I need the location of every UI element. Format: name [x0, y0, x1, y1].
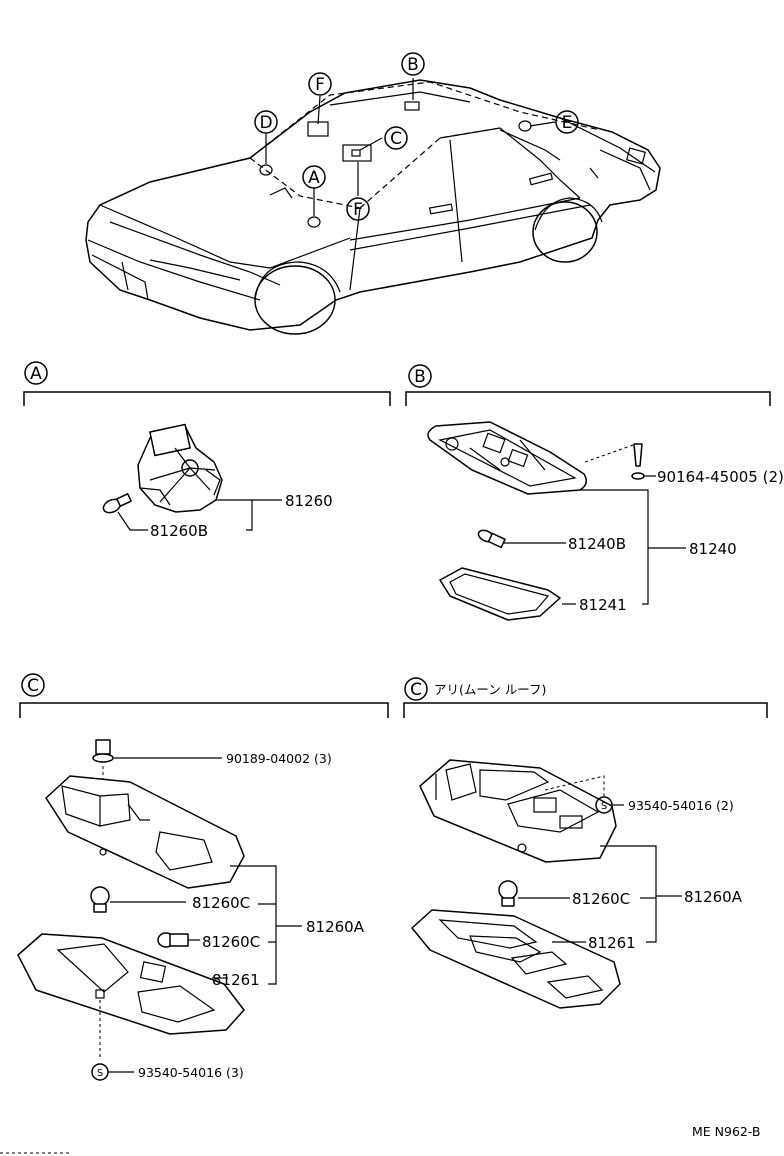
section-a: A 81260 81260B	[23, 361, 391, 540]
section-c-moonroof-tag: C	[404, 677, 428, 701]
moonroof-subtitle: アリ(ムーン ルーフ)	[434, 682, 546, 697]
part-no-81260b: 81260B	[150, 522, 208, 540]
section-c-tag: C	[21, 673, 45, 697]
dome-lamp-screw	[584, 443, 656, 480]
callout-f-lower: F	[346, 197, 370, 221]
svg-text:S: S	[601, 801, 607, 812]
moonroof-lens-cover	[411, 909, 621, 1009]
part-no-90164-45005: 90164-45005 (2)	[657, 468, 784, 486]
callout-f-upper: F	[308, 72, 332, 96]
part-no-81260a: 81260A	[306, 918, 365, 936]
part-no-90189-04002: 90189-04002 (3)	[226, 751, 332, 766]
dome-lamp-bulb	[477, 529, 506, 549]
console-bulb-round	[90, 886, 186, 913]
svg-text:B: B	[414, 367, 426, 387]
document-code: ME N962-B	[692, 1124, 761, 1139]
part-no-81260c-a: 81260C	[192, 894, 250, 912]
dome-lamp-lens	[439, 567, 561, 621]
callout-b-label: B	[407, 55, 419, 75]
section-b-tag: B	[408, 364, 432, 388]
callout-f-lower-label: F	[353, 200, 363, 220]
moonroof-lamp-base	[419, 759, 617, 863]
map-lamp-bulb	[102, 493, 132, 514]
part-no-93540-54016-2: 93540-54016 (2)	[628, 798, 734, 813]
console-bulb-festoon	[157, 932, 200, 948]
svg-text:C: C	[410, 680, 422, 700]
console-lamp-base	[45, 775, 245, 889]
section-a-tag: A	[24, 361, 48, 385]
callout-c-label: C	[390, 129, 402, 149]
section-c: C	[17, 673, 389, 1081]
car-illustration	[85, 78, 661, 335]
svg-text:S: S	[97, 1068, 103, 1079]
section-c-moonroof-bracket	[403, 702, 768, 718]
part-no-81260: 81260	[285, 492, 333, 510]
callout-d-label: D	[259, 113, 272, 133]
part-no-81261-moonroof: 81261	[588, 934, 636, 952]
part-no-81240: 81240	[689, 540, 737, 558]
callout-a: A	[302, 165, 326, 189]
console-screw-mark: S	[91, 1063, 134, 1081]
callout-d: D	[254, 110, 278, 134]
part-no-93540-54016-3: 93540-54016 (3)	[138, 1065, 244, 1080]
part-no-81240b: 81240B	[568, 535, 626, 553]
svg-text:A: A	[30, 364, 42, 384]
part-no-81241: 81241	[579, 596, 627, 614]
section-b-bracket	[405, 391, 771, 406]
callout-e-label: E	[562, 113, 573, 133]
part-no-81261: 81261	[212, 971, 260, 989]
moonroof-bulb	[498, 880, 570, 907]
section-c-bracket	[19, 702, 389, 718]
callout-b: B	[401, 52, 425, 76]
part-no-81260a-moonroof: 81260A	[684, 888, 743, 906]
callout-f-upper-label: F	[315, 75, 325, 95]
console-lens-cover	[17, 933, 245, 1035]
map-lamp-part	[137, 423, 223, 513]
callout-c: C	[384, 126, 408, 150]
console-clip	[92, 739, 222, 763]
callout-a-label: A	[308, 168, 320, 188]
callout-e: E	[555, 110, 579, 134]
section-b: B	[405, 364, 784, 621]
moonroof-screw-mark: S	[595, 796, 624, 814]
part-no-81260c-b: 81260C	[202, 933, 260, 951]
part-no-81260c-moonroof: 81260C	[572, 890, 630, 908]
section-c-moonroof: C アリ(ムーン ルーフ) S	[403, 677, 768, 1009]
section-a-bracket	[23, 391, 391, 406]
svg-text:C: C	[27, 676, 39, 696]
dome-lamp-base	[427, 421, 587, 495]
